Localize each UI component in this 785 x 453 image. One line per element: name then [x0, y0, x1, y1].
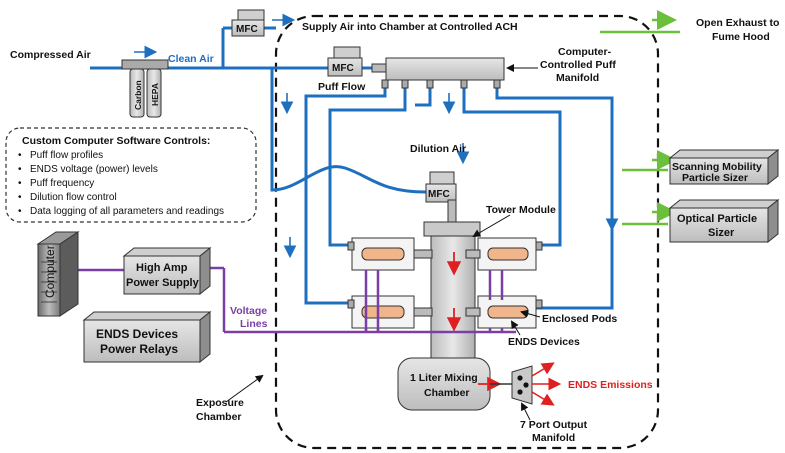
exposure-chamber-label-1: Exposure: [196, 397, 244, 409]
tower-module-label: Tower Module: [486, 204, 556, 216]
svg-text:•: •: [18, 178, 22, 189]
svg-text:•: •: [18, 206, 22, 217]
exposure-chamber-boundary: [274, 14, 660, 450]
svg-text:•: •: [18, 192, 22, 203]
mixing-label-2: Chamber: [424, 387, 470, 399]
carbon-hepa-filters: Carbon HEPA: [121, 59, 169, 118]
output-manifold-label-1: 7 Port Output: [520, 419, 588, 431]
mixing-chamber: 1 Liter Mixing Chamber: [397, 357, 512, 411]
power-label-2: Power Supply: [126, 277, 200, 289]
output-manifold: [511, 362, 562, 421]
software-controls-list: Custom Computer Software Controls: • Puf…: [18, 135, 224, 217]
control-item-3: Puff frequency: [30, 178, 94, 189]
ops-box: Optical Particle Sizer: [668, 198, 780, 244]
manifold-label-2: Controlled Puff: [540, 59, 616, 71]
manifold-label-3: Manifold: [556, 72, 599, 84]
control-item-1: Puff flow profiles: [30, 150, 103, 161]
ops-label-2: Sizer: [708, 227, 735, 239]
controls-title: Custom Computer Software Controls:: [22, 135, 210, 147]
voltage-lines: [72, 266, 516, 334]
control-item-4: Dilution flow control: [30, 192, 117, 203]
computer-label: Computer: [43, 245, 57, 298]
puff-flow-label: Puff Flow: [318, 81, 366, 93]
tower-module: [423, 199, 511, 361]
smps-label-1: Scanning Mobility: [672, 161, 762, 173]
enclosed-pod-bottom-right: [465, 295, 543, 329]
smps-label-2: Particle Sizer: [682, 172, 748, 184]
power-label-1: High Amp: [136, 262, 188, 274]
open-exhaust-label-1: Open Exhaust to: [696, 17, 779, 29]
enclosed-pod-top-right: [465, 237, 543, 271]
mixing-label-1: 1 Liter Mixing: [410, 372, 478, 384]
control-item-5: Data logging of all parameters and readi…: [30, 206, 224, 217]
enclosed-pod-top-left: [347, 237, 433, 271]
smps-box: Scanning Mobility Particle Sizer: [668, 148, 780, 186]
hepa-label: HEPA: [150, 83, 160, 106]
ends-devices-label: ENDS Devices: [508, 336, 580, 348]
software-controls-box: [5, 127, 257, 223]
exposure-chamber-label-2: Chamber: [196, 411, 242, 423]
output-manifold-label-2: Manifold: [532, 432, 575, 444]
compressed-air-label: Compressed Air: [10, 49, 91, 61]
svg-text:•: •: [18, 164, 22, 175]
computer-server: Computer: [36, 231, 80, 317]
ends-emissions-label: ENDS Emissions: [568, 379, 653, 391]
mfc-dilution-label: MFC: [428, 189, 450, 200]
voltage-lines-label-1: Voltage: [230, 305, 267, 317]
ops-label-1: Optical Particle: [677, 213, 757, 225]
control-item-2: ENDS voltage (power) levels: [30, 164, 158, 175]
voltage-lines-label-2: Lines: [240, 318, 268, 330]
relays-label-2: Power Relays: [100, 342, 178, 356]
power-relays-box: ENDS Devices Power Relays: [82, 310, 212, 364]
mfc-supply: MFC: [231, 9, 265, 37]
carbon-label: Carbon: [133, 80, 143, 110]
mfc-dilution: MFC: [425, 171, 457, 203]
enclosed-pod-bottom-left: [347, 295, 433, 329]
air-flow-arrows: [134, 13, 619, 259]
relays-label-1: ENDS Devices: [96, 327, 178, 341]
power-supply-box: High Amp Power Supply: [122, 246, 212, 296]
dilution-air-label: Dilution Air: [410, 143, 466, 155]
puff-manifold: [371, 57, 538, 89]
open-exhaust-label-2: Fume Hood: [712, 31, 770, 43]
mfc-supply-label: MFC: [236, 24, 258, 35]
clean-air-label: Clean Air: [168, 53, 214, 65]
manifold-label-1: Computer-: [558, 46, 612, 58]
svg-text:•: •: [18, 150, 22, 161]
mfc-puff-label: MFC: [332, 63, 354, 74]
supply-air-label: Supply Air into Chamber at Controlled AC…: [302, 21, 518, 33]
exhaust-arrows: [600, 10, 680, 226]
enclosed-pods-label: Enclosed Pods: [542, 313, 617, 325]
mfc-puff: MFC: [327, 46, 363, 77]
